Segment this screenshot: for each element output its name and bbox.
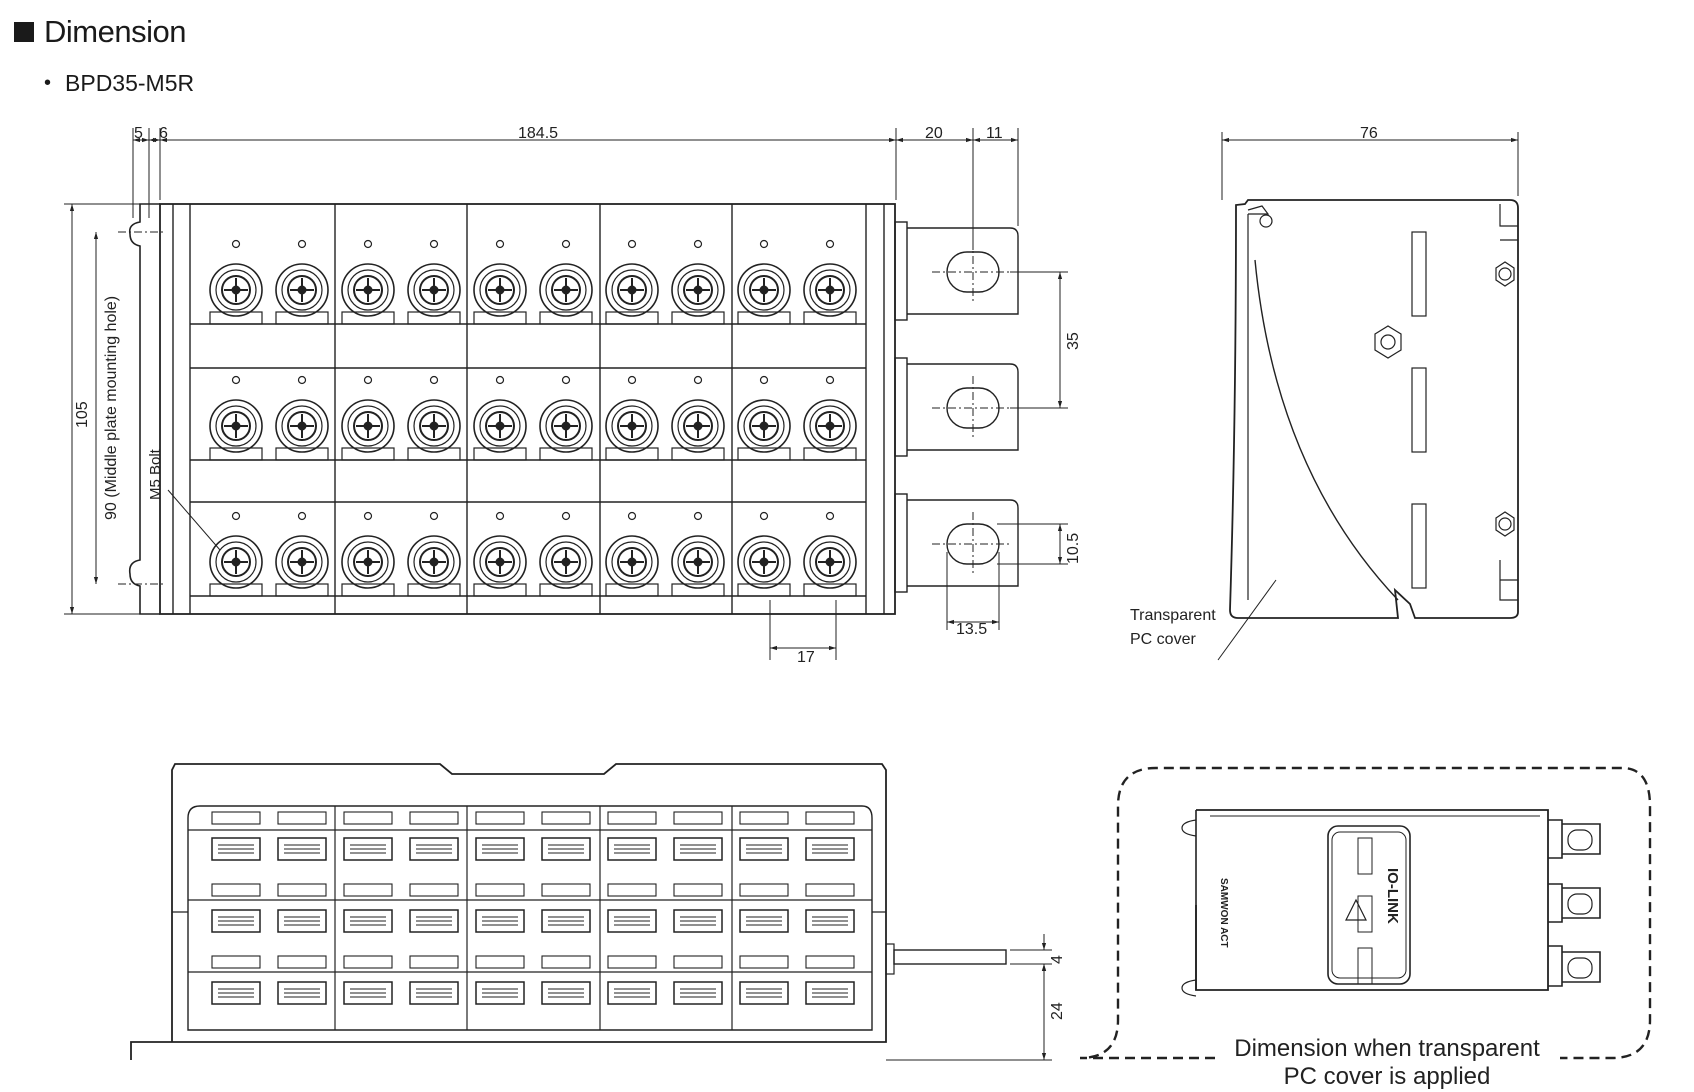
terminal-slot (343, 883, 393, 933)
dim-184-5: 184.5 (518, 125, 558, 142)
terminal-slot (409, 811, 459, 861)
terminal-screw (209, 511, 263, 597)
terminal-slot (277, 883, 327, 933)
dim-35: 35 (1065, 332, 1082, 350)
terminal-slot (541, 955, 591, 1005)
terminal-screw (671, 511, 725, 597)
terminal-screw (737, 239, 791, 325)
terminal-screw (539, 511, 593, 597)
cover-label-line1: Transparent (1130, 607, 1216, 624)
terminal-slot (673, 883, 723, 933)
terminal-slot (343, 811, 393, 861)
terminal-slots (211, 811, 855, 1005)
dim-6: 6 (159, 125, 168, 142)
terminal-screws (209, 239, 857, 597)
dim-10-5: 10.5 (1065, 533, 1082, 564)
dim-76: 76 (1360, 125, 1378, 142)
terminal-screw (803, 239, 857, 325)
m5-bolt-label: M5 Bolt (147, 448, 164, 500)
terminal-screw (275, 375, 329, 461)
terminal-slot (607, 811, 657, 861)
terminal-screw (407, 239, 461, 325)
terminal-slot (805, 883, 855, 933)
terminal-screw (341, 375, 395, 461)
terminal-slot (739, 955, 789, 1005)
io-link-logo-label: IO-LINK (1384, 868, 1401, 924)
dim-90: 90 (Middle plate mounting hole) (103, 296, 120, 520)
terminal-slot (211, 955, 261, 1005)
applied-caption-line2: PC cover is applied (1284, 1063, 1491, 1090)
model-label: • BPD35-M5R (44, 70, 194, 97)
terminal-slot (409, 883, 459, 933)
dim-24: 24 (1049, 1002, 1066, 1020)
section-title: Dimension (44, 14, 186, 49)
terminal-slot (211, 811, 261, 861)
applied-caption-line1: Dimension when transparent (1234, 1035, 1540, 1062)
dim-13-5: 13.5 (956, 621, 987, 638)
terminal-slot (739, 811, 789, 861)
terminal-slot (409, 955, 459, 1005)
brand-label: SAMWON ACT (1218, 878, 1229, 948)
terminal-slot (739, 883, 789, 933)
terminal-slot (475, 883, 525, 933)
terminal-slot (211, 883, 261, 933)
terminal-screw (737, 375, 791, 461)
terminal-slot (277, 955, 327, 1005)
terminal-slot (805, 955, 855, 1005)
dim-105: 105 (74, 401, 91, 428)
terminal-screw (671, 375, 725, 461)
terminal-screw (737, 511, 791, 597)
terminal-screw (275, 511, 329, 597)
terminal-screw (473, 511, 527, 597)
terminal-slot (541, 883, 591, 933)
square-bullet-icon (14, 22, 34, 42)
terminal-slot (607, 883, 657, 933)
terminal-screw (605, 239, 659, 325)
cover-label-line2: PC cover (1130, 631, 1196, 648)
terminal-slot (805, 811, 855, 861)
dim-4: 4 (1049, 955, 1066, 964)
dim-11: 11 (986, 125, 1003, 142)
terminal-slot (475, 811, 525, 861)
terminal-screw (407, 511, 461, 597)
terminal-slot (673, 811, 723, 861)
dim-20: 20 (925, 125, 943, 142)
terminal-screw (341, 239, 395, 325)
dashed-border (1079, 766, 1652, 1060)
terminal-screw (341, 511, 395, 597)
terminal-slot (277, 811, 327, 861)
terminal-screw (803, 511, 857, 597)
section-header: Dimension (14, 14, 186, 50)
terminal-slot (541, 811, 591, 861)
terminal-screw (671, 239, 725, 325)
terminal-screw (275, 239, 329, 325)
terminal-screw (407, 375, 461, 461)
terminal-slot (607, 955, 657, 1005)
dim-17: 17 (797, 649, 815, 666)
terminal-screw (605, 375, 659, 461)
terminal-screw (473, 375, 527, 461)
terminal-slot (673, 955, 723, 1005)
terminal-screw (209, 239, 263, 325)
bullet-icon: • (44, 72, 52, 94)
terminal-slot (343, 955, 393, 1005)
model-name: BPD35-M5R (65, 70, 195, 96)
terminal-screw (209, 375, 263, 461)
terminal-screw (605, 511, 659, 597)
dim-5: 5 (134, 125, 143, 142)
terminal-slot (475, 955, 525, 1005)
side-view (1229, 199, 1519, 619)
front-view (130, 763, 1007, 1060)
terminal-screw (539, 239, 593, 325)
cover-applied-view (1181, 809, 1601, 997)
terminal-screw (539, 375, 593, 461)
terminal-screw (473, 239, 527, 325)
terminal-screw (803, 375, 857, 461)
